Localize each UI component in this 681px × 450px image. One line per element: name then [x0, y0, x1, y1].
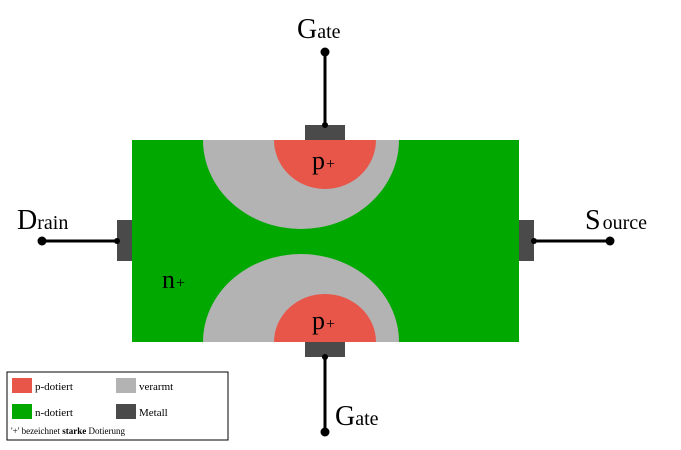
- n-plus-label: n+: [162, 265, 185, 294]
- source-contact: [519, 220, 534, 261]
- drain-label: Drain: [17, 205, 68, 236]
- gate-junction-top: [322, 122, 328, 128]
- source-terminal: [605, 236, 615, 246]
- legend-note: '+' bezeichnet starke Dotierung: [11, 426, 126, 436]
- legend-label-p-doped: p-dotiert: [35, 381, 73, 393]
- legend-swatch-n-doped: [12, 404, 32, 419]
- legend-label-depleted: verarmt: [139, 381, 173, 393]
- legend-swatch-p-doped: [12, 378, 32, 393]
- legend-swatch-depleted: [116, 378, 136, 393]
- legend-label-metal: Metall: [139, 407, 168, 419]
- source-junction: [531, 238, 537, 244]
- drain-contact: [117, 220, 132, 261]
- p-region-top: [274, 140, 376, 189]
- p-plus-label-bottom: p+: [312, 306, 335, 335]
- gate-label-bottom: Gate: [335, 401, 379, 432]
- p-plus-label-top: p+: [312, 146, 335, 175]
- p-region-bottom: [274, 294, 376, 342]
- drain-junction: [114, 238, 120, 244]
- gate-junction-bottom: [322, 354, 328, 360]
- drain-terminal: [37, 236, 47, 246]
- legend: p-dotiert verarmt n-dotiert Metall '+' b…: [6, 371, 229, 441]
- gate-contact-bottom: [305, 342, 345, 357]
- gate-contact-top: [305, 125, 345, 140]
- legend-swatch-metal: [116, 404, 136, 419]
- gate-terminal-top: [320, 47, 330, 57]
- legend-label-n-doped: n-dotiert: [35, 407, 73, 419]
- gate-terminal-bottom: [320, 427, 330, 437]
- gate-label-top: Gate: [297, 14, 341, 45]
